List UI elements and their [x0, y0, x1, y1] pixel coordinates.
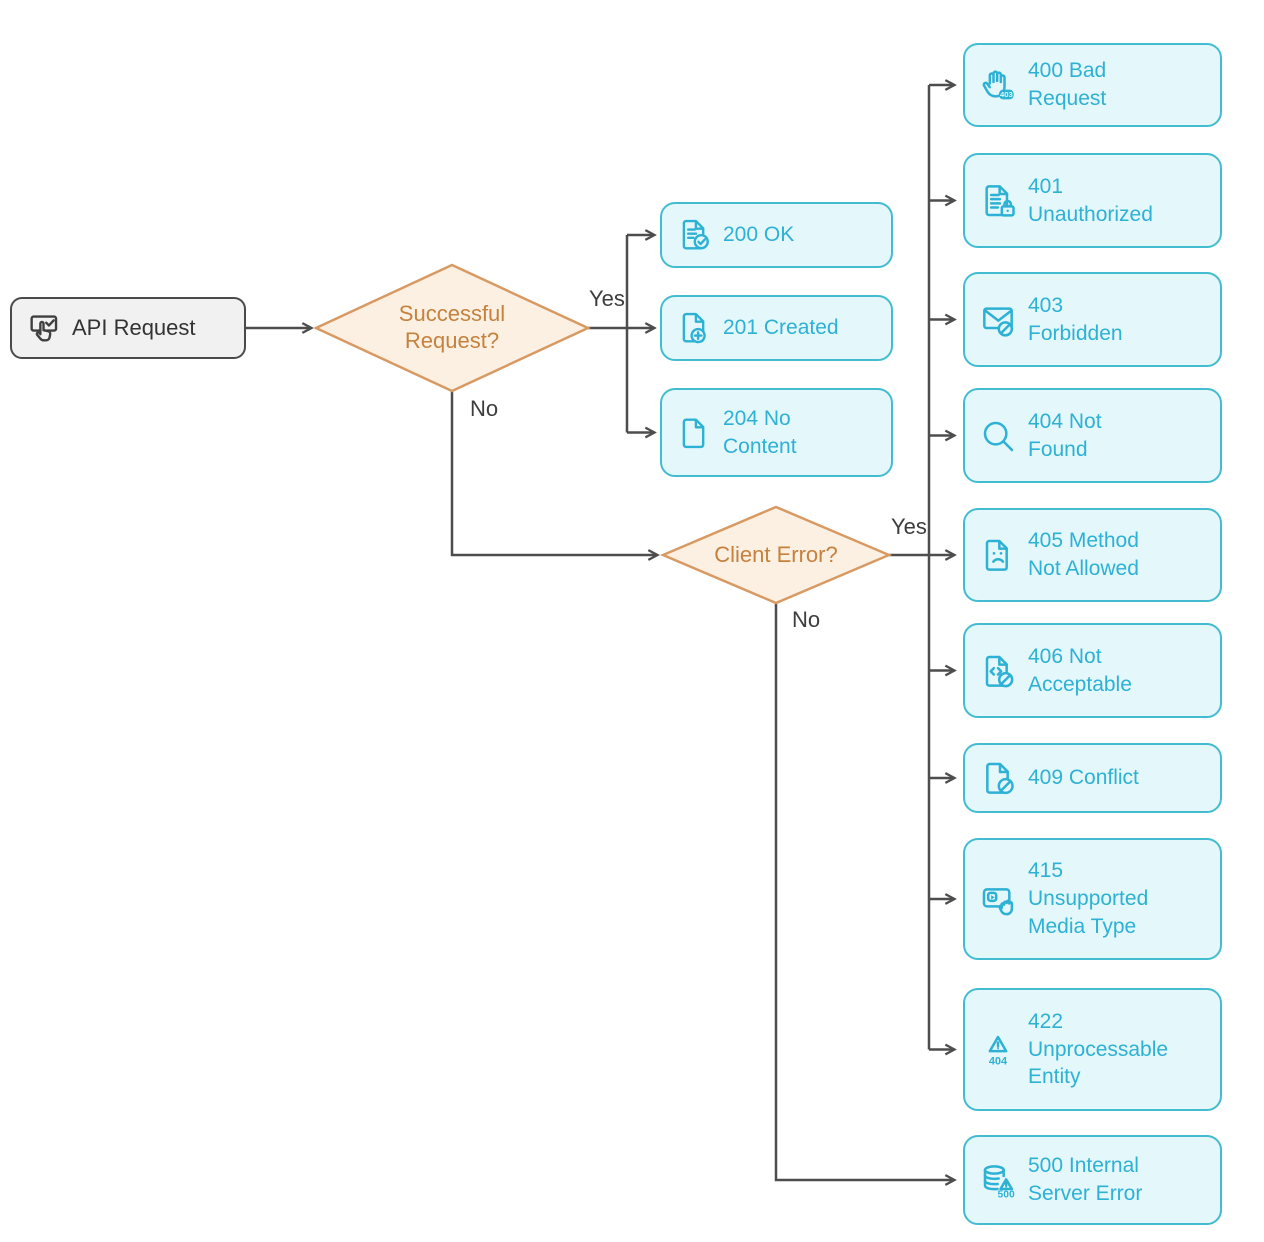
status-node-label: 422 Unprocessable Entity [1028, 1009, 1169, 1089]
status-node-label: 404 Not Found [1028, 409, 1102, 461]
icon-badge: 403 [1000, 90, 1013, 99]
status-node-label: 403 Forbidden [1028, 293, 1123, 345]
icon-badge: 404 [989, 1055, 1008, 1067]
status-node-406: 406 Not Acceptable [963, 623, 1222, 718]
edge-label-yes-client-error: Yes [891, 514, 927, 539]
warning-triangle-icon: 404 [978, 1030, 1018, 1070]
status-node-401: 401 Unauthorized [963, 153, 1222, 248]
document-blank-icon [675, 414, 713, 452]
edge-clienterror-no-500 [774, 603, 954, 1180]
status-node-204: 204 No Content [660, 388, 893, 477]
status-node-label: 204 No Content [723, 406, 797, 458]
status-node-label: 415 Unsupported Media Type [1028, 859, 1149, 938]
status-node-403: 403 Forbidden [963, 272, 1222, 367]
status-node-label: 200 OK [723, 223, 795, 247]
magnifier-icon [978, 416, 1018, 456]
decision-diamond-successful [313, 263, 591, 393]
document-sad-icon [978, 535, 1018, 575]
decision-diamond-client-error [659, 505, 893, 605]
document-code-blocked-icon [978, 651, 1018, 691]
edge-label-yes-successful: Yes [589, 286, 625, 311]
status-node-label: 406 Not Acceptable [1028, 644, 1132, 696]
status-node-label: 405 Method Not Allowed [1028, 529, 1139, 580]
decision-successful-label: Successful Request? [398, 301, 506, 353]
status-node-200: 200 OK [660, 202, 893, 268]
status-node-422: 404 422 Unprocessable Entity [963, 988, 1222, 1111]
icon-badge: 500 [998, 1190, 1015, 1200]
document-blocked-icon [978, 758, 1018, 798]
start-node-api-request: API Request [10, 297, 246, 359]
mail-blocked-icon [978, 300, 1018, 340]
edge-label-no-client-error: No [792, 607, 821, 632]
status-node-label: 409 Conflict [1028, 766, 1139, 790]
document-add-icon [675, 309, 713, 347]
status-node-405: 405 Method Not Allowed [963, 508, 1222, 602]
media-hand-icon [978, 879, 1018, 919]
status-node-409: 409 Conflict [963, 743, 1222, 813]
status-node-400: 403 400 Bad Request [963, 43, 1222, 127]
status-node-label: 400 Bad Request [1028, 59, 1107, 110]
status-node-201: 201 Created [660, 295, 893, 361]
status-node-label: 201 Created [723, 316, 839, 340]
edge-label-no-successful: No [470, 396, 499, 421]
decision-client-error-label: Client Error? [714, 541, 838, 567]
status-node-415: 415 Unsupported Media Type [963, 838, 1222, 960]
tap-check-icon [25, 309, 63, 347]
document-lock-icon [978, 181, 1018, 221]
database-warning-icon: 500 [978, 1160, 1018, 1200]
edge-successful-no [450, 391, 657, 555]
start-node-label: API Request [72, 315, 196, 340]
status-node-500: 500 500 Internal Server Error [963, 1135, 1222, 1225]
stop-hand-icon: 403 [978, 65, 1018, 105]
status-node-label: 500 Internal Server Error [1028, 1154, 1143, 1205]
document-check-icon [675, 216, 713, 254]
status-node-404: 404 Not Found [963, 388, 1222, 483]
status-node-label: 401 Unauthorized [1028, 174, 1153, 226]
